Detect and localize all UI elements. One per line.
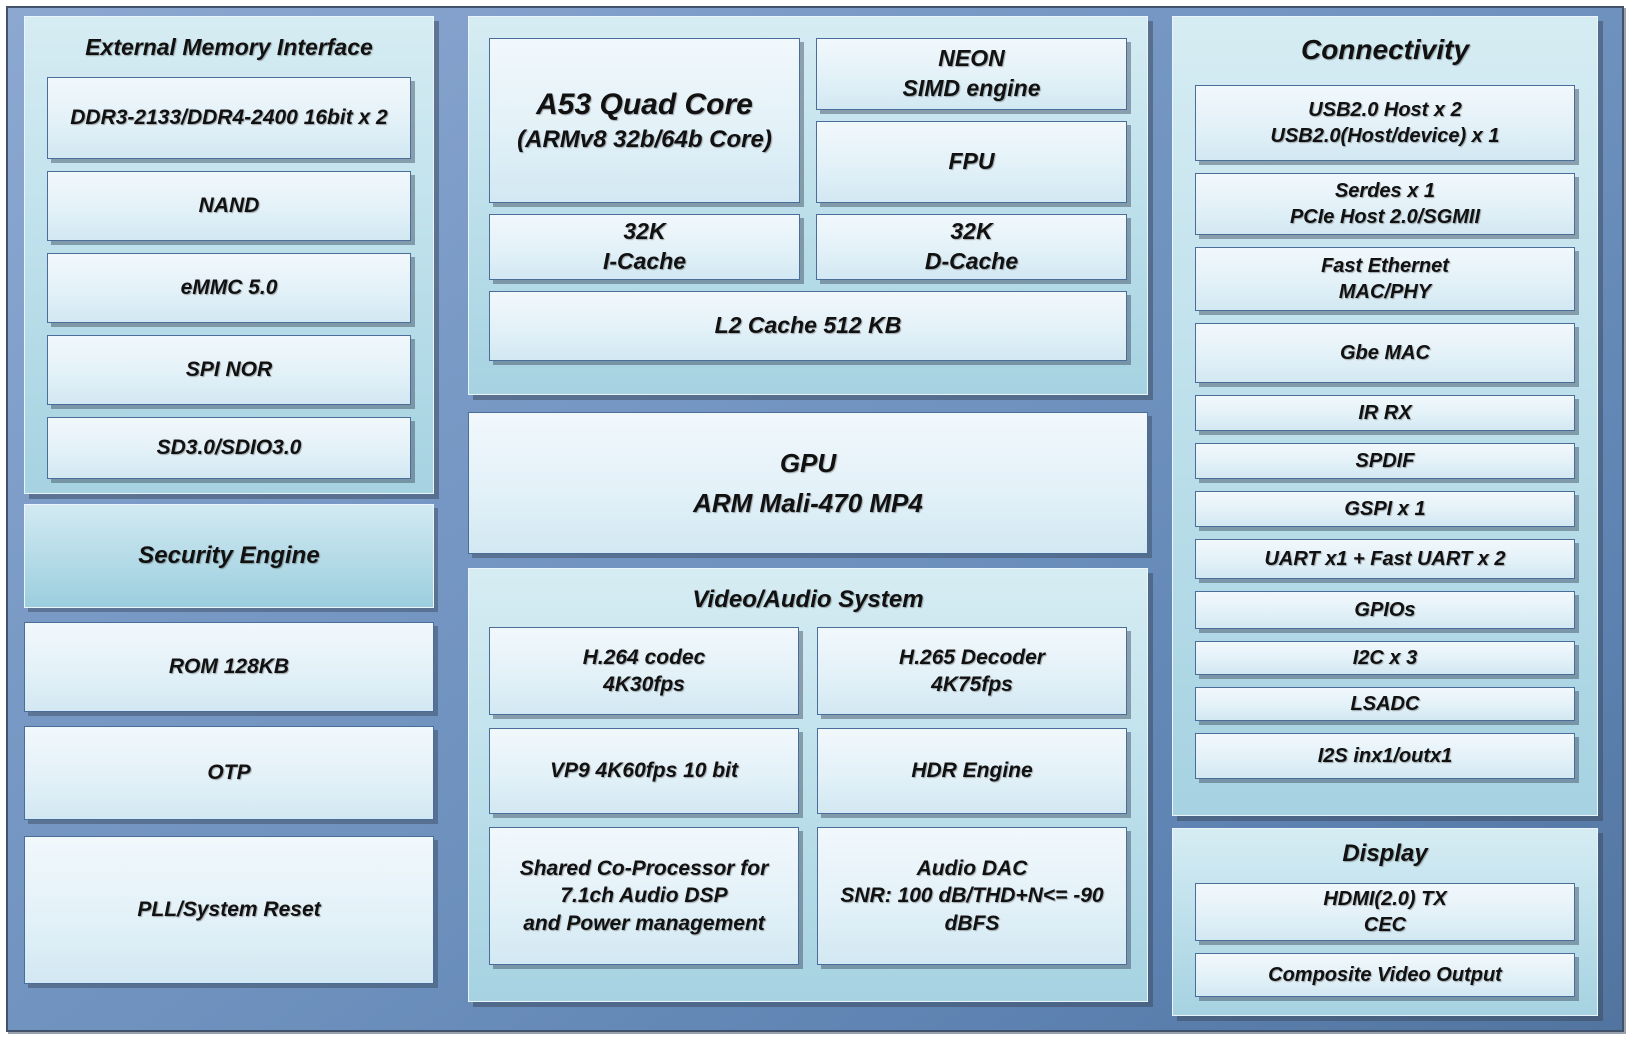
block-uart: UART x1 + Fast UART x 2 — [1195, 539, 1575, 579]
display-panel-title: Display — [1342, 840, 1428, 867]
block-ddr: DDR3-2133/DDR4-2400 16bit x 2 — [47, 77, 411, 159]
block-icache: 32K I-Cache — [489, 214, 800, 280]
block-sd-sdio: SD3.0/SDIO3.0 — [47, 417, 411, 479]
panel-external-memory-interface: External Memory Interface DDR3-2133/DDR4… — [24, 16, 434, 494]
block-spdif: SPDIF — [1195, 443, 1575, 479]
block-pll-system-reset: PLL/System Reset — [24, 836, 434, 984]
block-a53-quad-core: A53 Quad Core (ARMv8 32b/64b Core) — [489, 38, 800, 203]
block-fast-ethernet: Fast Ethernet MAC/PHY — [1195, 247, 1575, 311]
block-lsadc: LSADC — [1195, 687, 1575, 721]
block-gbe-mac: Gbe MAC — [1195, 323, 1575, 383]
block-vp9-decoder: VP9 4K60fps 10 bit — [489, 728, 799, 814]
block-gpu: GPU ARM Mali-470 MP4 — [468, 412, 1148, 554]
a53-subtitle: (ARMv8 32b/64b Core) — [517, 125, 772, 153]
block-h264-codec: H.264 codec 4K30fps — [489, 627, 799, 715]
block-serdes-pcie: Serdes x 1 PCIe Host 2.0/SGMII — [1195, 173, 1575, 235]
block-gpios: GPIOs — [1195, 591, 1575, 629]
cpu-grid: A53 Quad Core (ARMv8 32b/64b Core) NEON … — [489, 38, 1127, 361]
block-audio-coprocessor: Shared Co-Processor for 7.1ch Audio DSP … — [489, 827, 799, 965]
vas-grid: H.264 codec 4K30fps H.265 Decoder 4K75fp… — [489, 627, 1127, 965]
block-neon-simd: NEON SIMD engine — [816, 38, 1127, 110]
vas-panel-title: Video/Audio System — [692, 586, 924, 613]
block-nand: NAND — [47, 171, 411, 241]
panel-cpu: A53 Quad Core (ARMv8 32b/64b Core) NEON … — [468, 16, 1148, 395]
block-h265-decoder: H.265 Decoder 4K75fps — [817, 627, 1127, 715]
block-otp: OTP — [24, 726, 434, 820]
panel-display: Display HDMI(2.0) TX CEC Composite Video… — [1172, 828, 1598, 1016]
block-rom: ROM 128KB — [24, 622, 434, 712]
block-fpu: FPU — [816, 121, 1127, 203]
block-gspi: GSPI x 1 — [1195, 491, 1575, 527]
emi-panel-title: External Memory Interface — [85, 33, 373, 60]
block-spi-nor: SPI NOR — [47, 335, 411, 405]
block-composite-video-output: Composite Video Output — [1195, 953, 1575, 997]
block-audio-dac: Audio DAC SNR: 100 dB/THD+N<= -90 dBFS — [817, 827, 1127, 965]
block-i2s: I2S inx1/outx1 — [1195, 733, 1575, 779]
block-hdmi-tx-cec: HDMI(2.0) TX CEC — [1195, 883, 1575, 941]
a53-title: A53 Quad Core — [536, 88, 753, 122]
block-security-engine: Security Engine — [24, 504, 434, 608]
chip-outline-frame: External Memory Interface DDR3-2133/DDR4… — [6, 6, 1624, 1032]
block-l2-cache: L2 Cache 512 KB — [489, 291, 1127, 361]
panel-connectivity: Connectivity USB2.0 Host x 2 USB2.0(Host… — [1172, 16, 1598, 816]
block-emmc: eMMC 5.0 — [47, 253, 411, 323]
connectivity-panel-title: Connectivity — [1300, 34, 1470, 65]
block-i2c: I2C x 3 — [1195, 641, 1575, 675]
block-ir-rx: IR RX — [1195, 395, 1575, 431]
block-hdr-engine: HDR Engine — [817, 728, 1127, 814]
block-usb: USB2.0 Host x 2 USB2.0(Host/device) x 1 — [1195, 85, 1575, 161]
panel-video-audio-system: Video/Audio System H.264 codec 4K30fps H… — [468, 568, 1148, 1002]
block-dcache: 32K D-Cache — [816, 214, 1127, 280]
